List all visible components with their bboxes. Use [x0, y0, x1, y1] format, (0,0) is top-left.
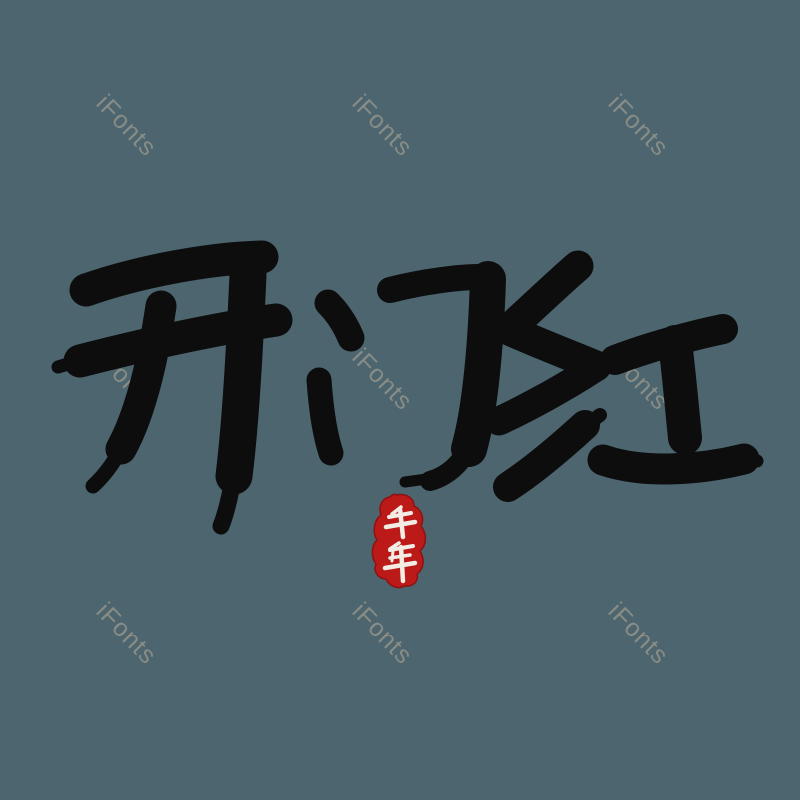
calligraphy-char-kai	[51, 240, 293, 535]
seal-char-nian	[382, 541, 418, 584]
calligraphy-char-hong	[484, 250, 764, 502]
brush-stroke	[399, 472, 440, 488]
seal-char-niu	[383, 505, 418, 540]
seal-stroke	[397, 506, 406, 540]
brush-stroke	[314, 289, 365, 352]
seal-stroke	[390, 549, 395, 563]
brush-stroke	[733, 453, 764, 468]
brush-stroke	[85, 433, 133, 494]
brush-stroke	[493, 410, 600, 502]
brush-stroke	[215, 256, 267, 495]
brush-stroke	[105, 290, 177, 465]
brush-stroke	[212, 458, 244, 535]
seal-stroke	[398, 544, 406, 584]
brush-stroke	[573, 408, 607, 437]
brush-stroke	[587, 443, 760, 485]
brush-stroke	[484, 352, 611, 436]
brush-stroke	[322, 438, 340, 464]
calligraphy-char-men	[306, 261, 506, 491]
seal-stamp	[371, 493, 427, 589]
brush-stroke	[658, 325, 702, 455]
